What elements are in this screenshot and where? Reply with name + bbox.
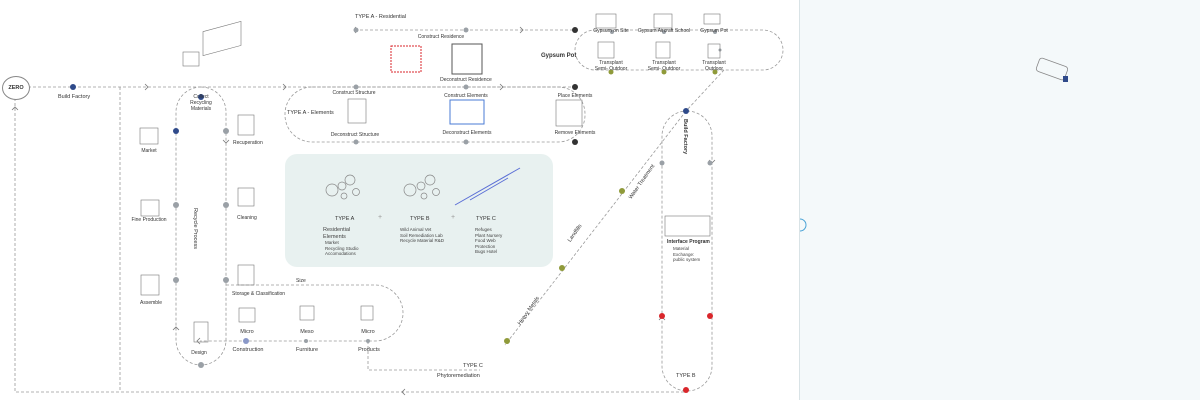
collect-materials-label: Collect Recycling Materials <box>190 94 212 112</box>
interface-program-body: Material Exchange: public system <box>673 246 701 262</box>
recycle-process-title: Recycle Process <box>192 208 198 249</box>
plus-1: + <box>378 214 383 221</box>
size-level-2: Meso <box>300 329 314 335</box>
construct-structure-label: Construct Structure <box>332 90 376 96</box>
design-label: Design <box>191 350 207 356</box>
types-panel-bg <box>285 154 553 267</box>
construct-residence-label: Construct Residence <box>417 34 465 40</box>
start-node: ZERO <box>2 76 30 100</box>
storage-label: Storage & Classification <box>232 291 286 297</box>
gypsum-item-1: Gypsum on Site <box>593 28 629 34</box>
type-a-subtitle: Residential Elements <box>323 227 351 240</box>
deconstruct-structure-label: Deconstruct Structure <box>330 132 380 138</box>
gypsum-item-3: Gypsum Pot <box>700 28 728 34</box>
assemble-label: Assemble <box>140 300 162 306</box>
plus-2: + <box>451 214 456 221</box>
output-furniture: Furniture <box>295 347 319 353</box>
size-title: Size <box>296 278 306 284</box>
type-c-bottom-title: TYPE C <box>463 363 483 369</box>
gypsum-pot-title: Gypsum Pot <box>541 53 577 59</box>
recuperation-label: Recuperation <box>233 140 263 146</box>
type-c-items: Refuges Plant Nursery Food Web Protectio… <box>475 227 503 254</box>
cleaning-label: Cleaning <box>237 215 257 221</box>
build-factory-vertical: Build Factory <box>682 119 688 155</box>
type-a-title: TYPE A <box>335 216 355 222</box>
output-construction: Construction <box>232 347 264 353</box>
construct-elements-label: Construct Elements <box>444 93 488 99</box>
transplant-3: Transplant Outdoor <box>702 60 726 72</box>
output-products: Products <box>358 347 380 353</box>
place-elements-label: Place Elements <box>557 93 593 99</box>
type-a-elements-title: TYPE A - Elements <box>287 110 334 116</box>
size-level-1: Micro <box>240 329 254 335</box>
market-label: Market <box>141 148 157 154</box>
build-factory-label: Build Factory <box>58 94 91 100</box>
type-b-items: Wild Animal Vet Soil Remediation Lab Rec… <box>400 227 445 243</box>
remove-elements-label: Remove Elements <box>554 130 596 136</box>
deconstruct-residence-label: Deconstruct Residence <box>440 77 492 83</box>
interface-program-title: Interface Program <box>667 239 710 245</box>
deconstruct-elements-label: Deconstruct Elements <box>442 130 492 136</box>
type-a-items: Market Recycling Studio Accomodations <box>325 240 359 256</box>
type-b-bottom-title: TYPE B <box>676 373 696 379</box>
flow-lines <box>11 13 784 396</box>
fine-production-label: Fine Production <box>131 217 167 223</box>
type-b-title: TYPE B <box>410 216 430 222</box>
gypsum-item-2: Gypsum Aircraft School <box>637 28 691 34</box>
phytoremediation-label: Phytoremediation <box>437 373 480 379</box>
transplant-2: Transplant Semi- Outdoor <box>647 60 681 72</box>
size-level-3: Micro <box>361 329 375 335</box>
type-a-residential-title: TYPE A - Residential <box>355 14 407 20</box>
type-c-title: TYPE C <box>476 216 496 222</box>
transplant-1: Transplant Semi- Outdoor <box>594 60 628 72</box>
right-panel <box>799 0 1200 400</box>
